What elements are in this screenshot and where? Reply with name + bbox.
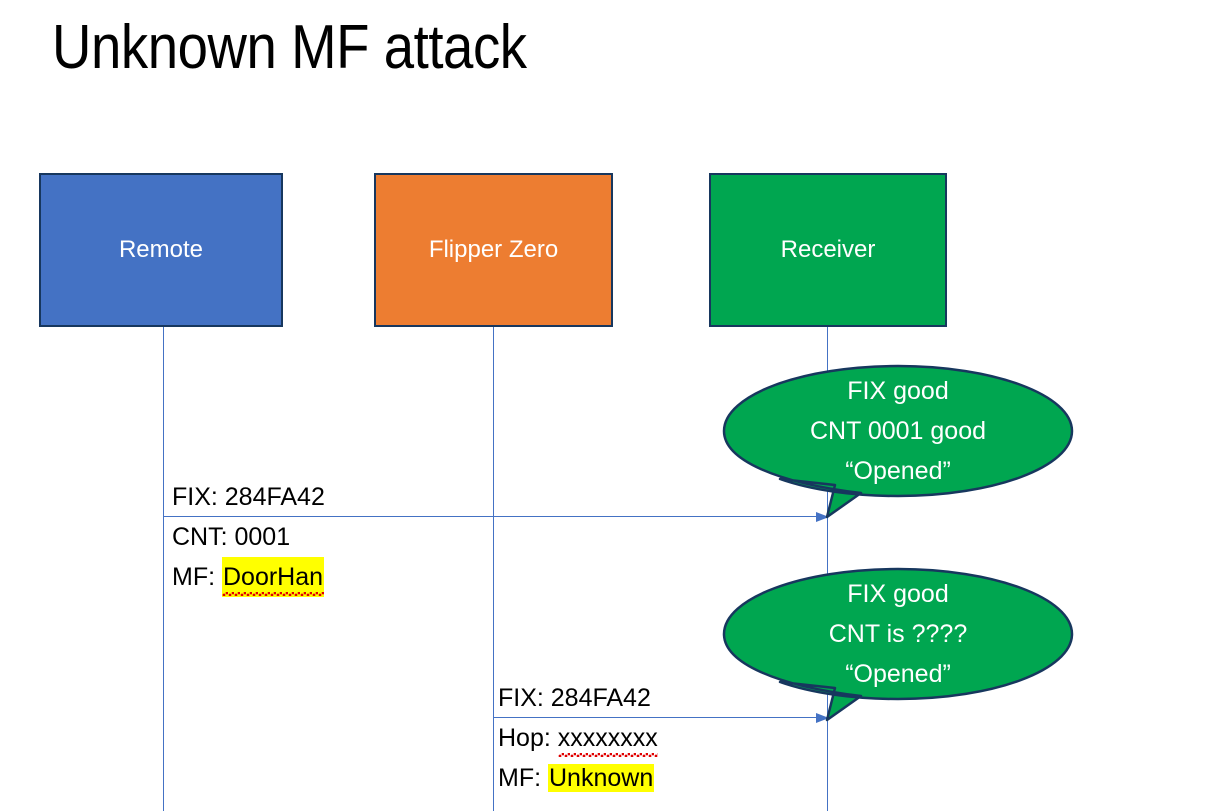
actor-label-remote: Remote [118,235,204,263]
arrow-head-icon [816,512,829,522]
message-line-hop: Hop: xxxxxxxx [498,718,658,758]
message-mf-prefix: MF: [172,563,222,591]
lifeline-remote [163,327,164,811]
actor-label-flipper: Flipper Zero [428,235,559,263]
message-hop-prefix: Hop: [498,724,558,752]
message-arrow-flipper-to-receiver[interactable] [493,713,829,723]
actor-label-receiver: Receiver [780,235,876,263]
message-hop-value: xxxxxxxx [557,718,658,758]
lifeline-flipper [493,327,494,811]
message-line-cnt: CNT: 0001 [172,523,291,551]
lifeline-receiver [827,327,828,811]
message-line-fix: FIX: 284FA42 [172,483,325,511]
message-line-mf: MF: Unknown [498,758,658,798]
message-mf-value-highlighted: Unknown [548,764,655,792]
speech-bubble-receiver-second[interactable]: FIX good CNT is ???? “Opened” [722,567,1074,723]
speech-bubble-shape-icon [722,364,1074,519]
message-label-flipper: FIX: 284FA42 Hop: xxxxxxxx MF: Unknown [498,678,658,798]
page-title: Unknown MF attack [52,13,527,82]
actor-box-receiver[interactable]: Receiver [709,173,947,327]
message-line-mf: MF: DoorHan [172,557,325,597]
speech-bubble-shape-icon [722,567,1074,722]
message-mf-prefix: MF: [498,764,548,792]
actor-box-remote[interactable]: Remote [39,173,283,327]
message-line-fix: FIX: 284FA42 [498,684,651,712]
message-label-remote: FIX: 284FA42 CNT: 0001 MF: DoorHan [172,477,325,597]
arrow-head-icon [816,713,829,723]
speech-bubble-receiver-first[interactable]: FIX good CNT 0001 good “Opened” [722,364,1074,520]
actor-box-flipper[interactable]: Flipper Zero [374,173,613,327]
message-mf-value-highlighted: DoorHan [222,557,325,597]
message-arrow-remote-to-receiver[interactable] [163,512,829,522]
